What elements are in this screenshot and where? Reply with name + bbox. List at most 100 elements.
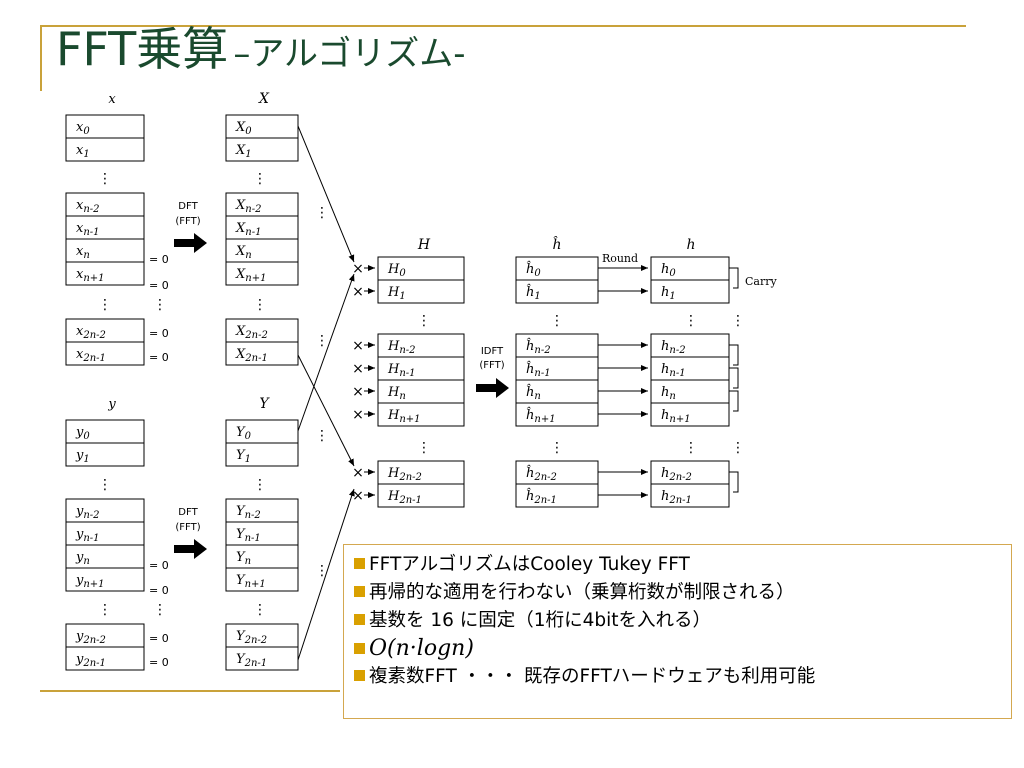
- bullet-square-icon: [354, 643, 365, 654]
- multiply-sign: ×: [352, 407, 364, 423]
- fft-label-idft: (FFT): [479, 360, 504, 371]
- Y-cell: [225, 567, 299, 592]
- note-text: FFTアルゴリズムはCooley Tukey FFT: [369, 554, 690, 575]
- x-cell: [65, 137, 145, 162]
- carry-loop: [729, 367, 739, 389]
- dft-arrow-x: [174, 233, 207, 253]
- y-zero-ellipsis: ⋮: [153, 602, 167, 618]
- note-text: 基数を 16 に固定（1桁に4bitを入れる）: [369, 610, 711, 631]
- gap-ellipsis: ⋮: [315, 205, 329, 221]
- h-cell: [650, 402, 730, 427]
- y-header: y: [107, 397, 116, 412]
- y-zero-pad: = 0: [149, 632, 169, 645]
- x-cell-label: x1: [76, 143, 90, 160]
- complexity-formula: O(n·logn): [369, 636, 474, 661]
- hhat-cell-label: ĥ1: [526, 284, 541, 302]
- h-cell-label: hn: [661, 385, 676, 402]
- H-ellipsis: ⋮: [417, 440, 431, 456]
- hhat-cell-label: ĥn-1: [526, 361, 551, 379]
- multiply-sign: ×: [352, 284, 364, 300]
- note-text: 再帰的な適用を行わない（乗算桁数が制限される）: [369, 582, 795, 603]
- X-cell: [225, 137, 299, 162]
- dft-arrow-y: [174, 539, 207, 559]
- x-ellipsis: ⋮: [98, 297, 112, 313]
- h-cell-label: h2n-1: [661, 489, 692, 506]
- X-cell-label: X1: [235, 143, 252, 160]
- h-cell-label: h0: [661, 262, 676, 279]
- Y-ellipsis: ⋮: [253, 602, 267, 618]
- X-cell-label: Xn+1: [235, 267, 266, 284]
- footer-rule: [40, 690, 340, 692]
- note-no-recursion: 再帰的な適用を行わない（乗算桁数が制限される）: [354, 579, 1001, 607]
- Y-cell-label: Yn-1: [236, 527, 261, 544]
- y-ellipsis: ⋮: [98, 477, 112, 493]
- slide-title-main: FFT乗算: [56, 22, 229, 76]
- h-cell-label: h1: [661, 285, 676, 302]
- hhat-cell-label: ĥn+1: [526, 407, 556, 425]
- note-text: 複素数FFT ・・・ 既存のFFTハードウェアも利用可能: [369, 666, 816, 687]
- carry-ellipsis: ⋮: [731, 440, 745, 456]
- idft-arrow: [476, 378, 509, 398]
- X0-to-H0-line: [297, 125, 355, 263]
- x-cell-label: xn+1: [76, 267, 105, 284]
- multiply-sign: ×: [352, 384, 364, 400]
- hhat-cell-label: ĥ0: [526, 261, 541, 279]
- H-cell-label: H0: [387, 262, 406, 279]
- h-cell-label: hn+1: [661, 408, 691, 425]
- X-cell-label: Xn-2: [235, 198, 261, 215]
- note-complexity: O(n·logn): [354, 635, 1001, 663]
- y-zero-pad: = 0: [149, 584, 169, 597]
- H-cell-label: H1: [387, 285, 406, 302]
- hhat-cell-label: ĥn: [526, 384, 541, 402]
- Y-cell-label: Y1: [236, 448, 251, 465]
- carry-loop: [729, 390, 739, 412]
- note-cooley-tukey: FFTアルゴリズムはCooley Tukey FFT: [354, 551, 1001, 579]
- H-cell: [377, 279, 465, 304]
- Y-cell-label: Y2n-1: [236, 652, 267, 669]
- Y-header: Y: [259, 396, 270, 412]
- hhat-ellipsis: ⋮: [550, 313, 564, 329]
- bullet-square-icon: [354, 614, 365, 625]
- Y0-to-H0-line: [297, 273, 355, 432]
- hhat-header: ĥ: [552, 235, 561, 253]
- H-ellipsis: ⋮: [417, 313, 431, 329]
- y-cell-label: yn+1: [75, 573, 105, 590]
- H-cell-label: Hn-1: [387, 362, 416, 379]
- y-cell: [65, 567, 145, 592]
- Y2n1-to-H2n1-line: [297, 488, 355, 661]
- Y-cell-label: Y2n-2: [236, 629, 267, 646]
- X-cell-label: X2n-1: [235, 347, 268, 364]
- Y-cell-label: Yn+1: [236, 573, 266, 590]
- carry-label: Carry: [745, 275, 777, 288]
- x-cell-label: xn-2: [76, 198, 100, 215]
- hhat-cell-label: ĥn-2: [526, 338, 551, 356]
- gap-ellipsis: ⋮: [315, 428, 329, 444]
- H-cell-label: Hn+1: [387, 408, 421, 425]
- x-header: x: [108, 92, 116, 107]
- y-cell-label: y0: [75, 425, 90, 442]
- y-cell-label: yn-1: [75, 527, 100, 544]
- h-ellipsis: ⋮: [684, 440, 698, 456]
- hhat-ellipsis: ⋮: [550, 440, 564, 456]
- fft-label-y: (FFT): [175, 522, 200, 533]
- h-header: h: [686, 237, 695, 253]
- notes-box: FFTアルゴリズムはCooley Tukey FFT 再帰的な適用を行わない（乗…: [343, 544, 1012, 719]
- bullet-square-icon: [354, 670, 365, 681]
- carry-ellipsis: ⋮: [731, 313, 745, 329]
- idft-label: IDFT: [481, 346, 504, 357]
- h-cell-label: hn-1: [661, 362, 686, 379]
- x-cell-label: xn: [76, 244, 90, 261]
- dft-label-y: DFT: [178, 507, 198, 518]
- x-cell: [65, 261, 145, 286]
- x-cell-label: x0: [76, 120, 90, 137]
- h-ellipsis: ⋮: [684, 313, 698, 329]
- slide-title-sub: –アルゴリズム-: [233, 34, 466, 74]
- carry-loop: [729, 344, 739, 366]
- Y-cell-label: Yn-2: [236, 504, 261, 521]
- x-zero-pad: = 0: [149, 327, 169, 340]
- x-ellipsis: ⋮: [98, 171, 112, 187]
- X-cell-label: Xn: [235, 244, 252, 261]
- x-cell: [65, 341, 145, 366]
- y-cell-label: y1: [75, 448, 90, 465]
- title-top-rule: [40, 25, 966, 27]
